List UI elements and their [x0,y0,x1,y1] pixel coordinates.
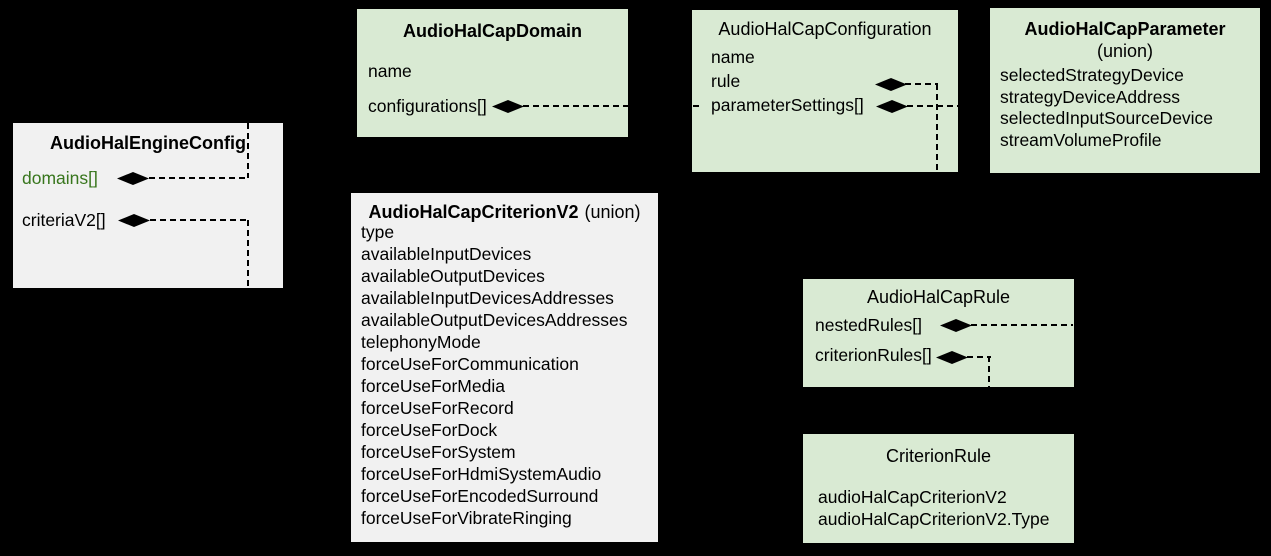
box-title: AudioHalCapDomain [402,20,582,41]
field-domains: domains[] [22,167,98,188]
connector-rule-to-cap-rule [905,83,938,85]
field-parameter-settings: parameterSettings[] [711,94,864,115]
box-title: AudioHalCapConfiguration [718,18,932,39]
connector-criteria-to-criterion-v2 [150,219,249,221]
connector-domains-to-domain [149,177,249,179]
aggregation-diamond-icon [118,214,150,227]
field-stream-volume-profile: streamVolumeProfile [1000,129,1162,150]
field-nested-rules: nestedRules[] [815,314,923,335]
field-force-use-for-encoded-surround: forceUseForEncodedSurround [361,486,599,506]
field-selected-strategy-device: selectedStrategyDevice [1000,64,1184,85]
connector-criteria-to-criterion-v2 [247,220,249,288]
field-criteria-v2: criteriaV2[] [22,209,106,230]
class-box-audio-hal-cap-domain: AudioHalCapDomain name configurations[] [357,9,628,137]
field-type: type [361,222,395,242]
aggregation-diamond-icon [492,100,524,113]
class-box-audio-hal-engine-config: AudioHalEngineConfig domains[] criteriaV… [13,123,283,288]
connector-criterion-rules-to-criterion-rule [988,356,990,430]
field-configurations: configurations[] [368,95,487,116]
field-rule: rule [711,70,741,91]
aggregation-diamond-icon [936,351,968,364]
connector-parameter-settings-to-parameter [907,105,988,107]
aggregation-diamond-icon [117,172,149,185]
field-force-use-for-record: forceUseForRecord [361,398,514,418]
field-audio-hal-cap-criterion-v2: audioHalCapCriterionV2 [818,486,1007,507]
field-force-use-for-communication: forceUseForCommunication [361,354,579,374]
box-subtitle-union: (union) [1096,40,1154,61]
box-title: AudioHalCapRule [866,286,1011,307]
field-strategy-device-address: strategyDeviceAddress [1000,86,1180,107]
field-criterion-rules: criterionRules[] [815,344,932,365]
box-title: AudioHalCapCriterionV2 (union) [351,201,658,223]
field-telephony-mode: telephonyMode [361,332,481,352]
criterion-field-list: type availableInputDevices availableOutp… [361,221,628,529]
box-title-union-note: (union) [584,201,641,222]
aggregation-diamond-icon [875,78,907,91]
class-box-audio-hal-cap-configuration: AudioHalCapConfiguration name rule param… [692,10,958,172]
aggregation-diamond-icon [876,100,908,113]
box-title: AudioHalCapParameter [1024,18,1226,39]
field-force-use-for-dock: forceUseForDock [361,420,498,440]
box-title: AudioHalEngineConfig [50,132,246,153]
connector-configurations-to-configuration [523,105,701,107]
class-box-audio-hal-cap-parameter: AudioHalCapParameter (union) selectedStr… [990,8,1260,173]
field-name: name [711,46,755,67]
field-force-use-for-hdmi-system-audio: forceUseForHdmiSystemAudio [361,464,602,484]
class-box-audio-hal-cap-criterion-v2: AudioHalCapCriterionV2 (union) type avai… [351,193,658,542]
field-force-use-for-media: forceUseForMedia [361,376,505,396]
connector-rule-to-cap-rule [936,84,938,276]
class-box-criterion-rule: CriterionRule audioHalCapCriterionV2 aud… [803,434,1074,543]
connector-criterion-rules-to-criterion-rule [967,356,991,358]
field-audio-hal-cap-criterion-v2-type: audioHalCapCriterionV2.Type [818,508,1050,529]
field-available-output-devices-addresses: availableOutputDevicesAddresses [361,310,628,330]
box-title-text: AudioHalCapCriterionV2 [368,201,579,222]
connector-domains-to-domain [247,123,249,178]
aggregation-diamond-icon [940,319,972,332]
box-title: CriterionRule [885,445,992,466]
field-force-use-for-system: forceUseForSystem [361,442,516,462]
field-available-input-devices: availableInputDevices [361,244,532,264]
field-force-use-for-vibrate-ringing: forceUseForVibrateRinging [361,508,572,528]
field-available-input-devices-addresses: availableInputDevicesAddresses [361,288,614,308]
field-available-output-devices: availableOutputDevices [361,266,545,286]
connector-nested-rules [971,324,1073,326]
field-name: name [368,60,412,81]
class-box-audio-hal-cap-rule: AudioHalCapRule nestedRules[] criterionR… [803,279,1074,387]
field-selected-input-source-device: selectedInputSourceDevice [1000,107,1214,128]
